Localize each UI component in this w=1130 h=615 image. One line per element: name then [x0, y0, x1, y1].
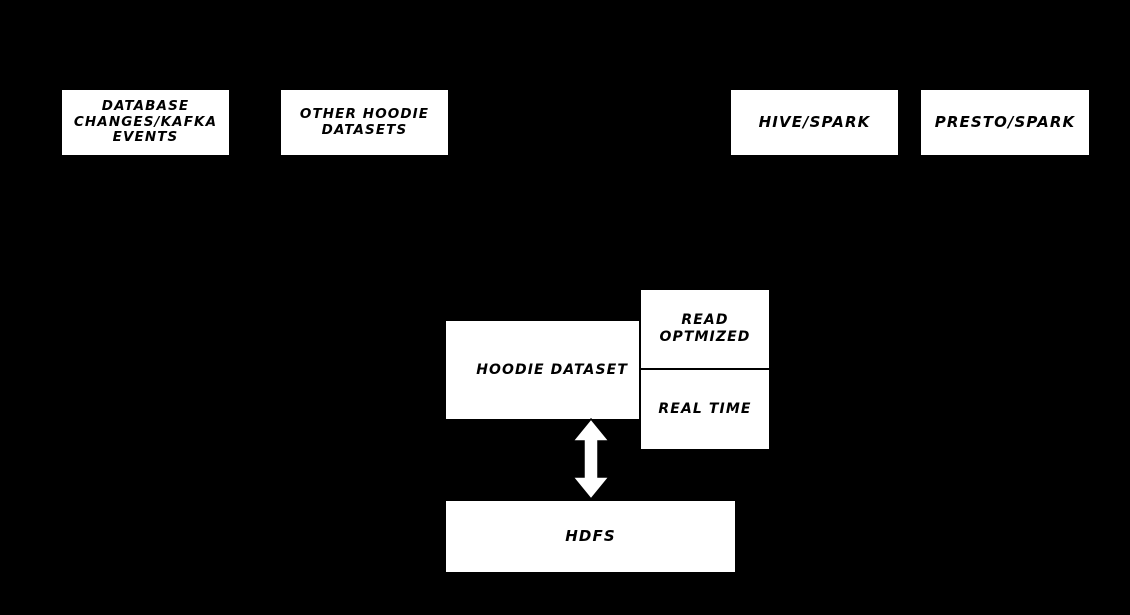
- node-hoodie-dataset[interactable]: HOODIE DATASET: [446, 321, 639, 419]
- double-headed-vertical-arrow-shape: [571, 417, 611, 501]
- node-read-optimized-view-label: READ OPTMIZED: [659, 312, 751, 345]
- node-hive-spark[interactable]: HIVE/SPARK: [731, 90, 898, 155]
- node-other-hoodie-datasets[interactable]: OTHER HOODIE DATASETS: [281, 90, 448, 155]
- node-presto-spark[interactable]: PRESTO/SPARK: [921, 90, 1089, 155]
- node-presto-spark-label: PRESTO/SPARK: [934, 112, 1076, 131]
- node-read-optimized-view[interactable]: READ OPTMIZED: [641, 290, 769, 370]
- node-hdfs[interactable]: HDFS: [446, 501, 735, 572]
- node-hoodie-dataset-label: HOODIE DATASET: [476, 361, 628, 378]
- node-hdfs-label: HDFS: [565, 526, 616, 545]
- node-hive-spark-label: HIVE/SPARK: [758, 112, 871, 131]
- double-headed-vertical-arrow-icon: [566, 417, 616, 501]
- node-database-changes-kafka-events-label: DATABASE CHANGES/KAFKA EVENTS: [73, 97, 218, 146]
- node-real-time-view-label: REAL TIME: [658, 401, 752, 418]
- node-database-changes-kafka-events[interactable]: DATABASE CHANGES/KAFKA EVENTS: [62, 90, 229, 155]
- node-real-time-view[interactable]: REAL TIME: [641, 370, 769, 449]
- node-other-hoodie-datasets-label: OTHER HOODIE DATASETS: [299, 105, 430, 138]
